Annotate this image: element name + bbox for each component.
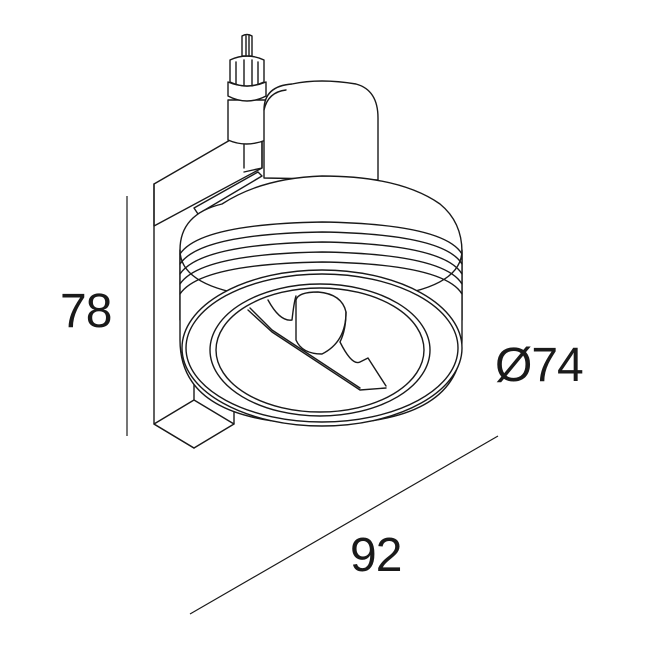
- height-dimension-label: 78: [60, 285, 112, 338]
- diameter-dimension-label: Ø74: [495, 339, 584, 392]
- reflector: [247, 291, 387, 391]
- bracket: [193, 171, 263, 215]
- connector-post: [227, 33, 267, 145]
- length-dimension-line: [189, 435, 499, 615]
- mounting-plate: [153, 131, 263, 449]
- length-dimension-label: 92: [350, 529, 402, 582]
- driver-housing: [263, 80, 379, 181]
